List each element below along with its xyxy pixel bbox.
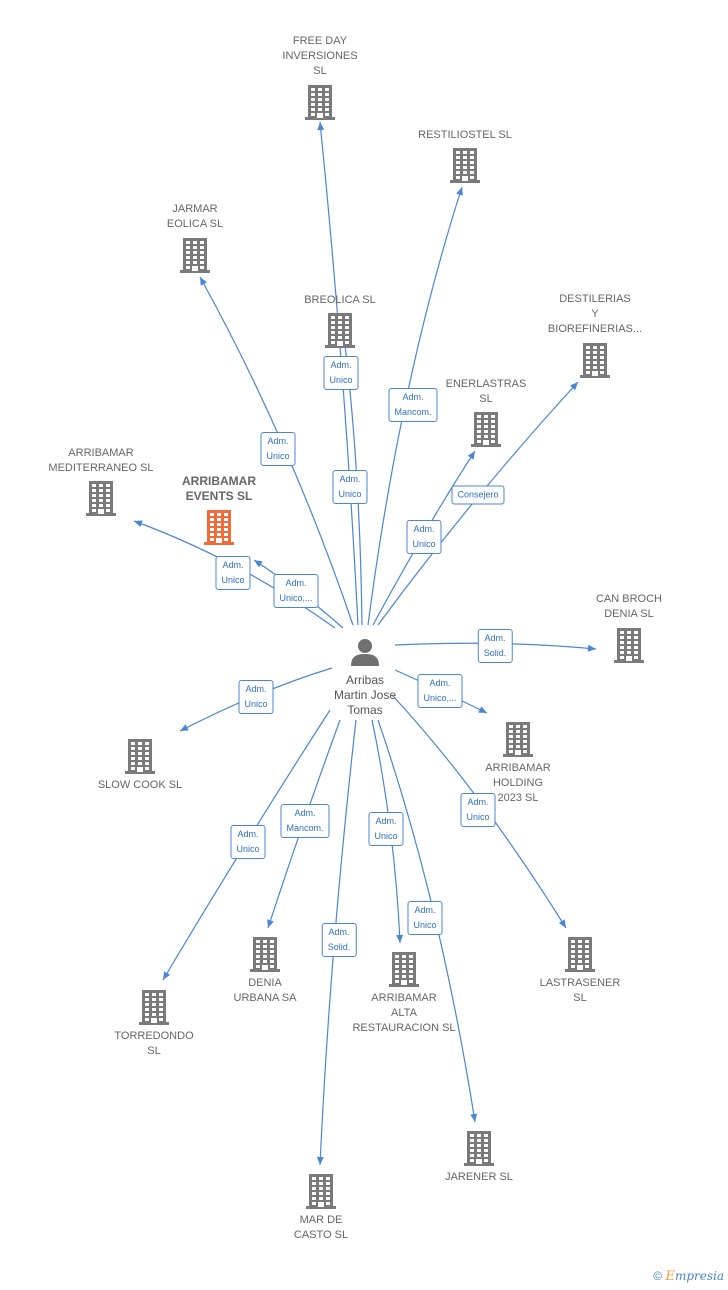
role-badge[interactable]: Adm. Solid.	[477, 629, 513, 663]
role-badge[interactable]: Adm. Unico,...	[417, 674, 463, 708]
arrowhead-restiliostel	[456, 187, 463, 196]
arrowhead-torredondo	[163, 971, 171, 980]
person-icon[interactable]	[350, 637, 380, 672]
arrowhead-lastrasener	[558, 919, 566, 928]
role-badge[interactable]: Adm. Mancom.	[280, 804, 330, 838]
arrowhead-can-broch	[587, 644, 596, 652]
building-icon[interactable]	[180, 237, 210, 278]
arrowhead-slow-cook	[180, 724, 189, 731]
company-label[interactable]: LASTRASENER SL	[539, 977, 621, 1004]
brand-credit: © Empresia	[653, 1269, 724, 1284]
building-icon[interactable]	[450, 147, 480, 188]
arrowhead-arribamar-alta	[396, 934, 404, 943]
company-label[interactable]: JARMAR EOLICA SL	[166, 203, 224, 230]
arrowhead-denia-urbana	[267, 919, 274, 928]
role-badge[interactable]: Adm. Unico,...	[273, 574, 319, 608]
company-label[interactable]: ARRIBAMAR HOLDING 2023 SL	[485, 762, 551, 804]
building-icon[interactable]	[305, 84, 335, 125]
company-label[interactable]: DESTILERIAS Y BIOREFINERIAS...	[547, 293, 643, 335]
building-icon[interactable]	[389, 951, 419, 992]
role-badge[interactable]: Adm. Solid.	[321, 923, 357, 957]
arrowhead-enerlastras	[467, 451, 475, 460]
company-label[interactable]: RESTILIOSTEL SL	[418, 129, 512, 141]
role-badge[interactable]: Adm. Unico	[238, 680, 274, 714]
building-icon[interactable]	[565, 936, 595, 977]
arrowhead-arribamar-mediterraneo	[134, 520, 143, 528]
building-icon[interactable]	[580, 342, 610, 383]
role-badge[interactable]: Adm. Unico	[230, 825, 266, 859]
arrowhead-free-day	[317, 122, 325, 131]
building-icon[interactable]	[325, 312, 355, 353]
building-icon[interactable]	[125, 738, 155, 779]
arrowhead-destilerias	[570, 382, 578, 391]
arrowhead-jarmar	[200, 277, 207, 286]
building-icon[interactable]	[86, 480, 116, 521]
copyright-symbol: ©	[653, 1269, 663, 1283]
company-label[interactable]: ARRIBAMAR MEDITERRANEO SL	[48, 447, 154, 474]
arrowhead-arribamar-holding	[478, 706, 487, 713]
building-icon[interactable]	[250, 936, 280, 977]
role-badge[interactable]: Adm. Unico	[406, 520, 442, 554]
role-badge[interactable]: Adm. Unico	[407, 901, 443, 935]
company-label[interactable]: CAN BROCH DENIA SL	[595, 593, 662, 620]
company-label[interactable]: MAR DE CASTO SL	[293, 1214, 349, 1241]
brand-logo-initial: E	[665, 1269, 675, 1284]
person-name[interactable]: Arribas Martin Jose Tomas	[333, 673, 397, 717]
role-badge[interactable]: Adm. Unico	[260, 432, 296, 466]
company-label[interactable]: ARRIBAMAR ALTA RESTAURACION SL	[352, 992, 456, 1034]
role-badge[interactable]: Consejero	[451, 485, 505, 505]
company-label[interactable]: FREE DAY INVERSIONES SL	[282, 35, 358, 77]
arrowhead-arribamar-events	[254, 560, 263, 568]
company-label[interactable]: TORREDONDO SL	[114, 1030, 194, 1057]
building-icon[interactable]	[139, 989, 169, 1030]
company-label[interactable]: ARRIBAMAR EVENTS SL	[182, 474, 256, 503]
brand-logo-text: mpresia	[674, 1269, 724, 1283]
building-icon[interactable]	[464, 1130, 494, 1171]
arrowhead-mar-de-casto	[316, 1156, 324, 1165]
role-badge[interactable]: Adm. Unico	[323, 356, 359, 390]
arrowhead-jarener	[470, 1113, 478, 1122]
building-icon[interactable]	[471, 411, 501, 452]
role-badge[interactable]: Adm. Unico	[460, 793, 496, 827]
company-label[interactable]: ENERLASTRAS SL	[445, 378, 527, 405]
role-badge[interactable]: Adm. Unico	[368, 812, 404, 846]
building-icon[interactable]	[614, 627, 644, 668]
company-label[interactable]: BREOLICA SL	[304, 294, 376, 306]
company-label[interactable]: SLOW COOK SL	[97, 779, 183, 791]
building-icon[interactable]	[503, 721, 533, 762]
building-icon[interactable]	[204, 509, 234, 550]
company-label[interactable]: DENIA URBANA SA	[233, 977, 297, 1004]
role-badge[interactable]: Adm. Mancom.	[388, 388, 438, 422]
role-badge[interactable]: Adm. Unico	[215, 556, 251, 590]
building-icon[interactable]	[306, 1173, 336, 1214]
company-label[interactable]: JARENER SL	[445, 1171, 513, 1183]
role-badge[interactable]: Adm. Unico	[332, 470, 368, 504]
